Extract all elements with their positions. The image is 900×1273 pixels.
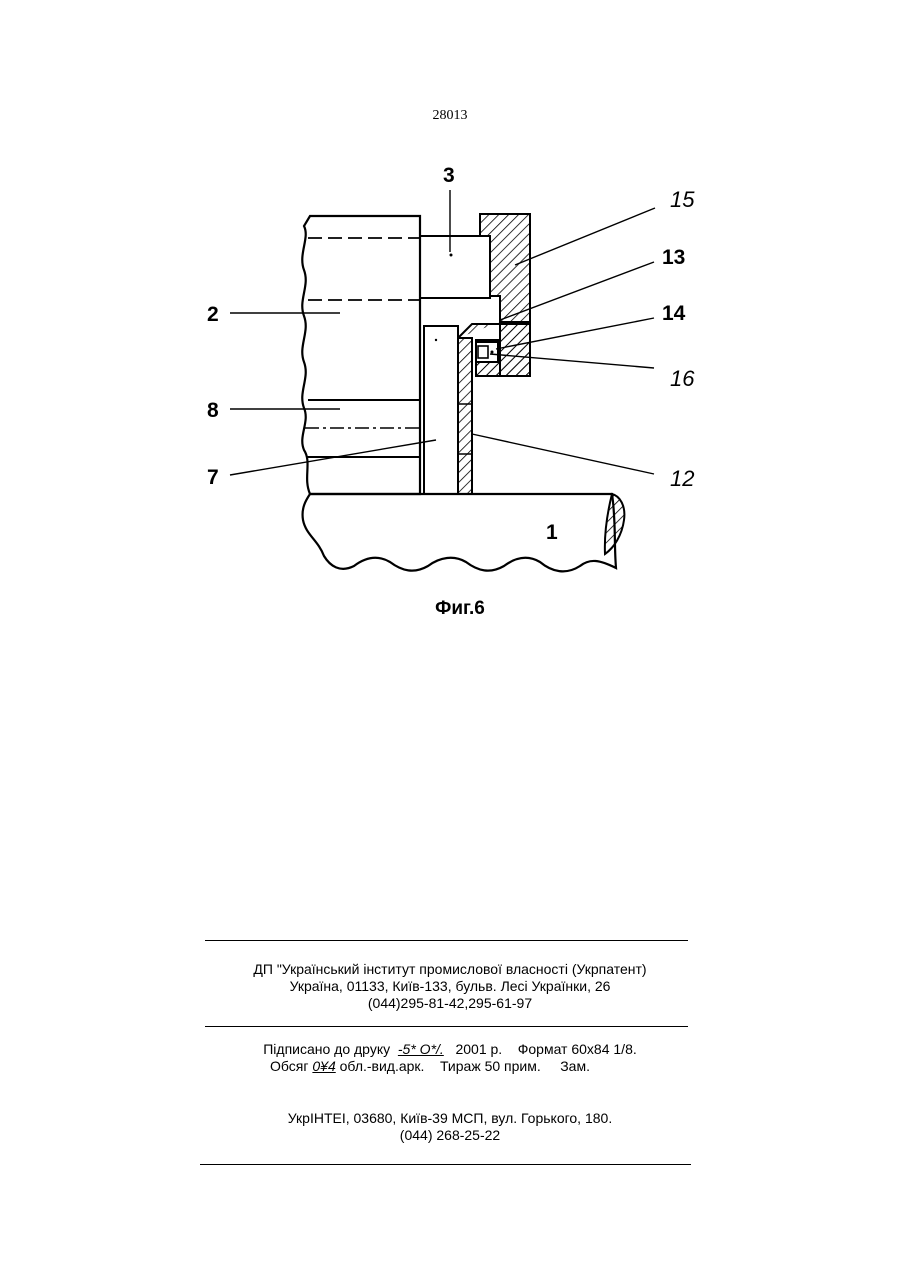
publisher-address: Україна, 01133, Київ-133, бульв. Лесі Ук…	[0, 978, 900, 995]
publisher-block: ДП "Український інститут промислової вла…	[0, 961, 900, 1012]
printer-address: УкрІНТЕІ, 03680, Київ-39 МСП, вул. Горьк…	[0, 1110, 900, 1127]
volume-line: Обсяг 0¥4 обл.-вид.арк. Тираж 50 прим. З…	[0, 1058, 900, 1075]
divider-top	[205, 940, 688, 941]
block-part-15	[480, 214, 530, 322]
divider-middle	[205, 1026, 688, 1027]
divider-bottom	[200, 1164, 691, 1165]
label-13: 13	[662, 246, 685, 269]
element-part-16	[478, 346, 488, 358]
shaft-part-1	[303, 494, 616, 571]
label-16: 16	[670, 366, 695, 391]
volume-prefix: Обсяг	[270, 1058, 308, 1074]
label-7: 7	[207, 466, 219, 489]
strip-part-12	[458, 338, 472, 494]
signed-suffix: 2001 р. Формат 60x84 1/8.	[455, 1041, 636, 1057]
shaft-section-hatch	[605, 494, 625, 554]
printer-block: УкрІНТЕІ, 03680, Київ-39 МСП, вул. Горьк…	[0, 1110, 900, 1144]
figure-caption: Фиг.6	[0, 598, 900, 620]
printer-phone: (044) 268-25-22	[0, 1127, 900, 1144]
label-1: 1	[546, 521, 558, 544]
publisher-phone: (044)295-81-42,295-61-97	[0, 995, 900, 1012]
pin-part-3	[420, 236, 490, 298]
label-8: 8	[207, 399, 219, 422]
volume-suffix: обл.-вид.арк. Тираж 50 прим. Зам.	[340, 1058, 590, 1074]
signed-line: Підписано до друку -5* О*/. 2001 р. Форм…	[0, 1041, 900, 1058]
label-15: 15	[670, 187, 695, 212]
label-14: 14	[662, 302, 686, 325]
patent-figure-6: 3 2 8 7 1 15 13 14 16 12	[0, 150, 900, 590]
volume-value: 0¥4	[312, 1058, 335, 1074]
plate-part-7	[424, 326, 458, 494]
publisher-name: ДП "Український інститут промислової вла…	[0, 961, 900, 978]
print-info-block: Підписано до друку -5* О*/. 2001 р. Форм…	[0, 1041, 900, 1075]
signed-prefix: Підписано до друку	[263, 1041, 390, 1057]
signed-date: -5* О*/.	[398, 1041, 444, 1057]
label-12: 12	[670, 466, 694, 491]
label-3: 3	[443, 164, 455, 187]
label-2: 2	[207, 303, 219, 326]
page-number: 28013	[0, 108, 900, 124]
